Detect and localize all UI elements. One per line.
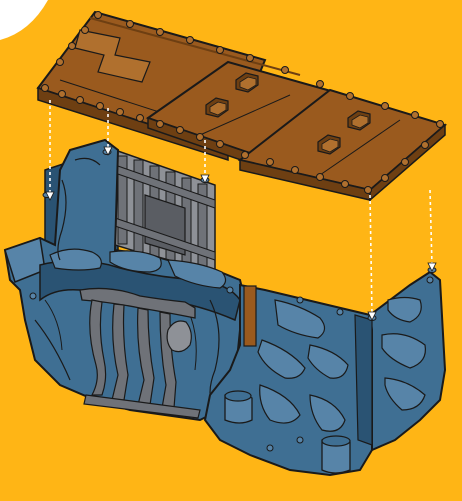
corner-badge — [0, 0, 48, 40]
down-arrow-icon — [49, 100, 433, 316]
connector-peg-icon — [41, 11, 444, 194]
roof-plates-icon — [36, 10, 448, 202]
jail-grate-icon — [114, 148, 216, 277]
rock-wall-icon — [203, 270, 447, 477]
support-post — [243, 285, 257, 347]
jail-grate-icon — [79, 287, 201, 419]
down-arrow-icon — [45, 146, 437, 321]
